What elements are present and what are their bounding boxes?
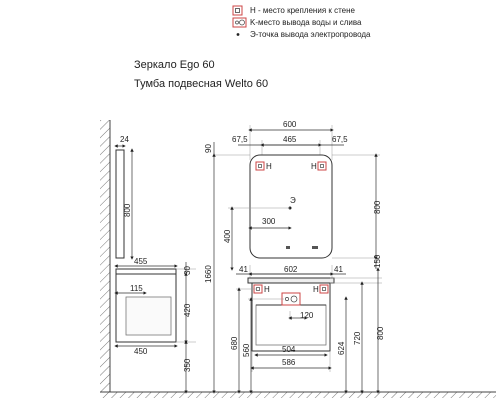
side-view: 24 800 455 115 450 30 420 350 <box>100 120 496 398</box>
dim-side-drawer-offset: 115 <box>130 284 143 293</box>
front-mirror-view: 600 67,5 465 67,5 H H Э 300 400 <box>204 120 382 394</box>
legend-k-row: K-место вывода воды и слива <box>232 16 371 28</box>
side-drawer <box>125 296 172 336</box>
cabinet-drawer <box>255 304 327 346</box>
floor-hatch <box>100 392 496 398</box>
mirror-mount-right-icon <box>317 161 327 171</box>
dim-mirror-bottom-gap: 150 <box>373 254 382 268</box>
mirror-mount-left-label: H <box>266 162 272 171</box>
water-outlet-symbol-icon <box>232 17 250 28</box>
mirror-front <box>249 154 333 259</box>
dim-top-right-overhang: 41 <box>334 265 343 274</box>
dim-right-624: 624 <box>337 341 346 355</box>
wall-mount-symbol-icon <box>232 5 250 16</box>
side-mirror <box>115 149 125 259</box>
dim-cabinet-k-offset: 120 <box>300 311 314 320</box>
cabinet-mount-right-icon <box>319 284 329 294</box>
dim-mirror-e-offset: 300 <box>262 217 276 226</box>
wall-hatch <box>100 120 110 392</box>
dim-side-cabinet-depth: 450 <box>134 347 148 356</box>
dim-mirror-width: 600 <box>283 120 297 129</box>
dim-mirror-top-offset: 90 <box>204 144 213 153</box>
dim-cabinet-k-height: 560 <box>242 343 251 357</box>
cabinet-mount-right-label: H <box>313 285 319 294</box>
titles: Зеркало Ego 60 Тумба подвесная Welto 60 <box>134 56 268 94</box>
dim-mirror-inner: 465 <box>283 135 297 144</box>
dim-mirror-side-right: 67,5 <box>332 135 348 144</box>
cabinet-mount-left-label: H <box>264 285 270 294</box>
dim-cabinet-inner-width: 504 <box>282 345 296 354</box>
dim-top-width: 602 <box>284 265 298 274</box>
legend-k-label: K-место вывода воды и слива <box>250 17 362 27</box>
dim-side-top-depth: 455 <box>134 257 148 266</box>
dim-right-720: 720 <box>353 331 362 345</box>
dim-top-left-overhang: 41 <box>239 265 248 274</box>
cabinet-title: Тумба подвесная Welto 60 <box>134 78 269 90</box>
dim-side-mirror-depth: 24 <box>120 135 129 144</box>
mirror-electric-label: Э <box>290 196 296 205</box>
dim-side-mirror-height: 800 <box>123 203 132 217</box>
legend-e-row: Э-точка вывода электропровода <box>232 28 371 40</box>
side-countertop <box>115 268 177 275</box>
legend-h-row: H - место крепления к стене <box>232 4 371 16</box>
dim-cabinet-width: 586 <box>282 358 296 367</box>
dim-side-top-thickness: 30 <box>183 266 192 275</box>
dim-right-800: 800 <box>376 326 385 340</box>
legend: H - место крепления к стене K-место выво… <box>232 4 371 40</box>
dim-mirror-e-height: 400 <box>223 229 232 243</box>
mirror-mount-right-label: H <box>311 162 317 171</box>
dim-cabinet-h-height: 680 <box>230 336 239 350</box>
dim-mirror-side-left: 67,5 <box>232 135 248 144</box>
dim-mirror-height: 800 <box>373 200 382 214</box>
front-cabinet-view: 41 602 41 H H 120 680 <box>230 265 385 394</box>
dim-side-cabinet-height: 420 <box>183 303 192 317</box>
dim-side-floor-gap: 350 <box>183 358 192 372</box>
legend-e-label: Э-точка вывода электропровода <box>250 29 371 39</box>
dim-total-height: 1660 <box>204 265 213 283</box>
cabinet-countertop <box>247 277 335 284</box>
mirror-title: Зеркало Ego 60 <box>134 59 215 71</box>
mirror-logo-icon <box>312 246 318 249</box>
electrical-point-symbol-icon <box>232 29 250 40</box>
mirror-sensor-icon <box>286 246 290 249</box>
legend-h-label: H - место крепления к стене <box>250 5 355 15</box>
mirror-mount-left-icon <box>255 161 265 171</box>
